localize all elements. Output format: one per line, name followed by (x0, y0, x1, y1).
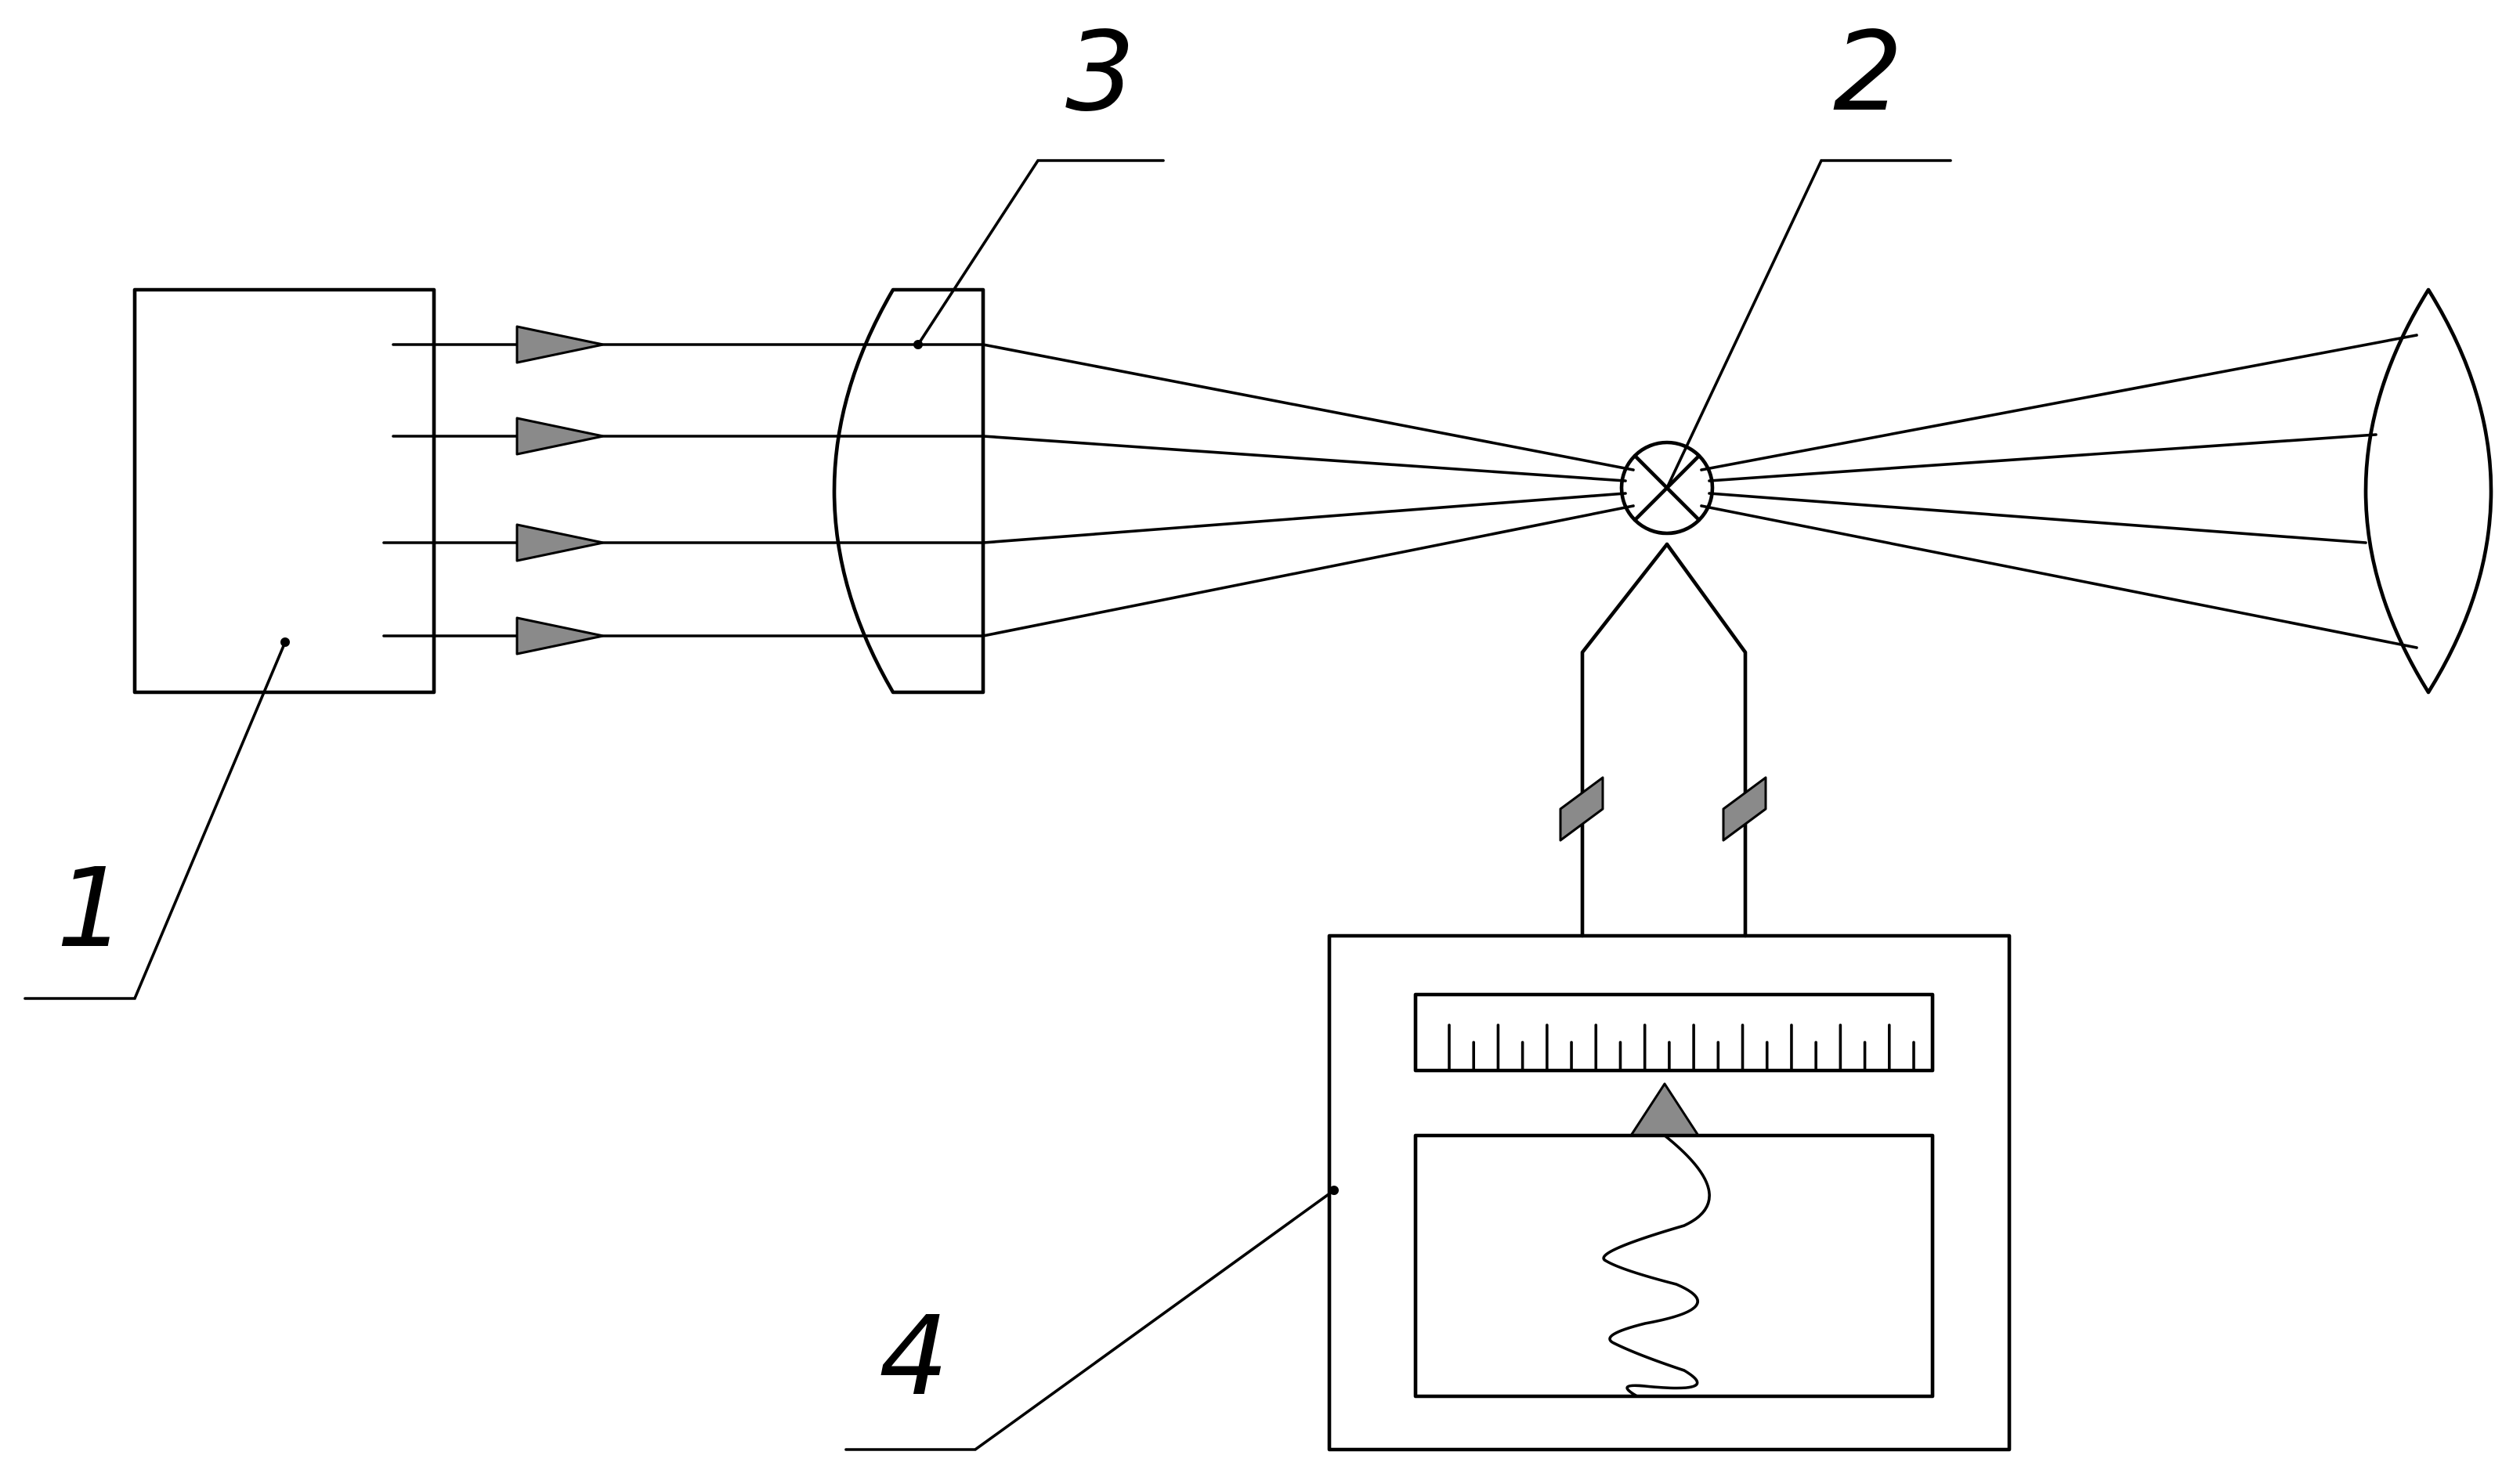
converging-beam-4 (982, 504, 1635, 637)
lead-wires (1559, 542, 1767, 938)
sensor-circle (1619, 440, 1715, 536)
beam-arrow-1 (515, 325, 605, 364)
callout-3: 3 (1065, 9, 1135, 136)
converging-beam-3 (982, 492, 1627, 544)
lead-wire-left (1580, 542, 1669, 938)
leader-line-4 (844, 1189, 1336, 1451)
leader-line-3 (917, 159, 1165, 346)
diverging-beam-3 (1708, 492, 2367, 544)
input-beams (382, 325, 985, 655)
leader-line-2 (1665, 159, 1952, 489)
diverging-beams (1700, 334, 2418, 649)
converging-beams (982, 343, 1635, 637)
converging-beam-2 (982, 435, 1627, 482)
diverging-beam-4 (1700, 504, 2418, 649)
scale-ticks (1448, 1024, 1915, 1072)
scale-panel (1413, 992, 1935, 1073)
leader-lines (24, 159, 1952, 1451)
callout-1: 1 (56, 845, 126, 973)
wire-connector-left (1559, 776, 1604, 842)
lead-wire-right (1665, 542, 1748, 938)
beam-arrow-3 (515, 523, 605, 562)
callout-4: 4 (879, 1293, 949, 1421)
leader-line-1 (24, 641, 287, 1000)
callout-2: 2 (1833, 9, 1903, 136)
diverging-beam-1 (1700, 334, 2418, 471)
meter-pointer (1629, 1082, 1700, 1137)
signal-trace (1602, 1134, 1711, 1398)
wire-connector-right (1722, 776, 1767, 842)
measuring-instrument (1327, 933, 2012, 1452)
biconvex-lens (2363, 287, 2493, 695)
beam-arrow-4 (515, 616, 605, 655)
instrument-housing (1327, 933, 2012, 1452)
trace-window (1413, 1133, 1935, 1399)
beam-arrow-2 (515, 417, 605, 456)
light-source-box (132, 287, 436, 695)
converging-beam-1 (982, 343, 1635, 471)
diverging-beam-2 (1708, 433, 2377, 482)
lens (832, 287, 985, 695)
